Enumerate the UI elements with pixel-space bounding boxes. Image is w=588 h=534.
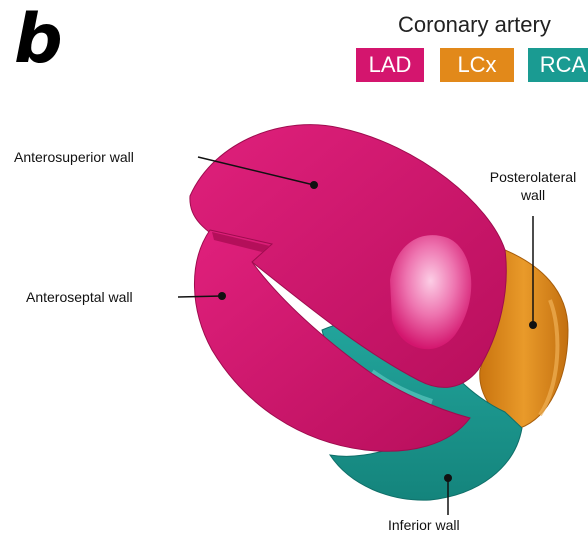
label-inferior-wall: Inferior wall xyxy=(388,516,460,534)
label-anterosuperior-wall: Anterosuperior wall xyxy=(14,148,134,166)
label-anteroseptal-wall: Anteroseptal wall xyxy=(26,288,133,306)
label-posterolateral-line2: wall xyxy=(478,186,588,204)
label-posterolateral-line1: Posterolateral xyxy=(478,168,588,186)
label-posterolateral-wall: Posterolateral wall xyxy=(478,168,588,204)
